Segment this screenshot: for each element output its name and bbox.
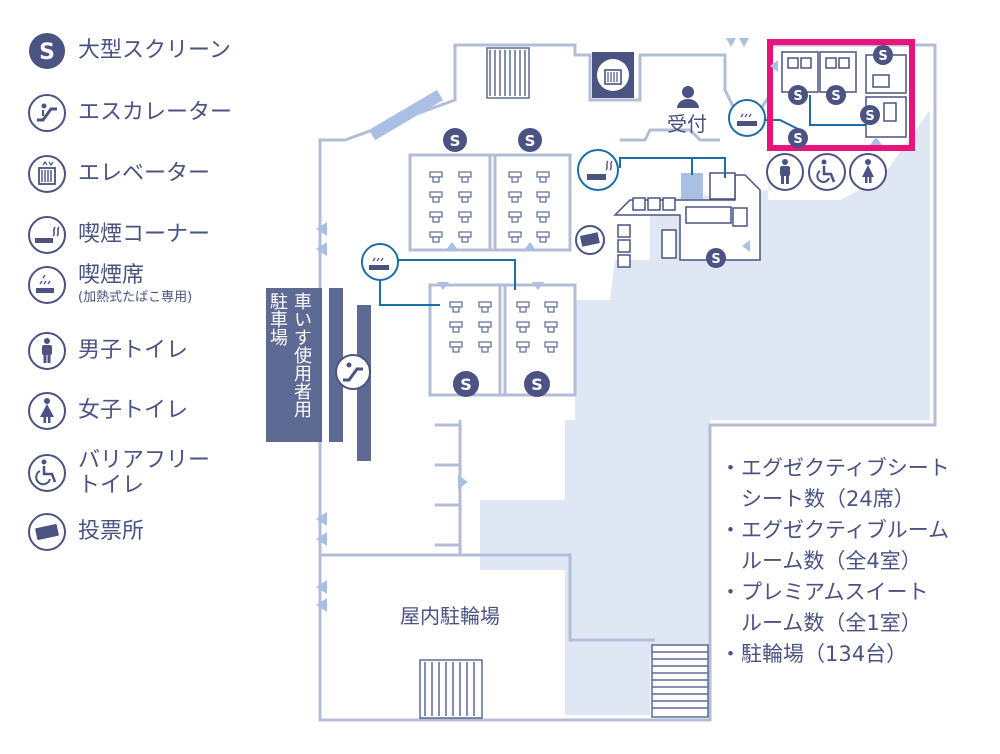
smoking-corner-icon xyxy=(26,214,68,256)
indoor-bicycle-parking-label: 屋内駐輪場 xyxy=(400,604,500,628)
legend-item-smoking-corner: 喫煙コーナー xyxy=(26,214,210,256)
svg-text:S: S xyxy=(711,252,720,267)
legend-label: 投票所 xyxy=(78,519,145,545)
heated-tobacco-seat-icon xyxy=(728,99,766,137)
large-screen-icon: S xyxy=(873,45,893,65)
legend-label: 大型スクリーン xyxy=(78,38,231,64)
reception-label: 受付 xyxy=(667,112,707,136)
smoking-corner-icon xyxy=(577,149,619,191)
mens-toilet-icon xyxy=(766,153,804,191)
svg-text:S: S xyxy=(831,89,840,104)
wheelchair-user-label: 車 いす 使用 者用 xyxy=(291,292,318,418)
legend-label: 男子トイレ xyxy=(78,338,189,364)
ramp xyxy=(368,89,444,141)
info-line: ルーム数（全1室） xyxy=(720,611,922,635)
legend-item-heated-tobacco: 喫煙席 (加熱式たばこ専用) xyxy=(26,263,192,306)
wheelchair-col-2: いす xyxy=(291,310,312,346)
corridor-floor xyxy=(480,500,570,570)
stairs-bottom xyxy=(419,659,483,719)
large-screen-icon: S xyxy=(706,248,726,268)
kiosk xyxy=(709,172,736,200)
seating-block-2 xyxy=(508,171,550,243)
legend-item-escalator: エスカレーター xyxy=(26,92,232,134)
legend-sublabel: (加熱式たばこ専用) xyxy=(78,290,193,306)
seating-block-3 xyxy=(449,301,492,353)
accessible-toilet-icon xyxy=(26,452,68,494)
info-line: ・プレミアムスイート xyxy=(720,580,929,604)
mens-toilet-icon xyxy=(26,330,68,372)
escalator-icon xyxy=(26,92,68,134)
womens-toilet-icon xyxy=(26,390,68,432)
parking-bar xyxy=(329,288,343,442)
wheelchair-parking-area xyxy=(266,288,322,442)
info-line: ・エグゼクティブシート xyxy=(720,456,950,480)
legend-main-label: 喫煙席 xyxy=(78,263,145,288)
elevator-icon xyxy=(592,52,634,98)
smoking-connectors xyxy=(379,95,880,306)
parking-label: 駐車場 xyxy=(267,292,288,346)
facility-info-list: ・エグゼクティブシート シート数（24席） ・エグゼクティブルーム ルーム数（全… xyxy=(720,453,950,670)
svg-text:S: S xyxy=(460,375,472,394)
legend-label-line2: トイレ xyxy=(78,473,145,499)
legend-label: バリアフリートイレ xyxy=(78,448,210,499)
svg-text:S: S xyxy=(793,132,802,147)
svg-text:S: S xyxy=(39,40,55,65)
svg-text:S: S xyxy=(525,132,536,150)
parking-label-text: 駐車場 xyxy=(267,292,288,346)
kiosk xyxy=(681,173,703,199)
svg-text:S: S xyxy=(450,132,461,150)
direction-arrows xyxy=(316,38,882,612)
polling-booth-icon xyxy=(575,225,605,255)
legend-label: エレベーター xyxy=(78,161,211,187)
legend-item-mens-toilet: 男子トイレ xyxy=(26,330,188,372)
large-screen-icon: S xyxy=(826,85,846,105)
svg-text:S: S xyxy=(531,375,543,394)
legend-item-elevator: エレベーター xyxy=(26,153,210,195)
large-screen-icon: S xyxy=(443,128,467,152)
main-hall-floor xyxy=(565,110,930,715)
seating-block-4 xyxy=(516,301,558,353)
legend-item-polling: 投票所 xyxy=(26,511,144,553)
large-screen-icon: S xyxy=(524,371,550,397)
legend-item-womens-toilet: 女子トイレ xyxy=(26,390,188,432)
counter-area xyxy=(613,174,761,268)
info-line: ルーム数（全4室） xyxy=(720,549,922,573)
screen-markers: S S S S S S S S S S xyxy=(443,45,893,397)
info-line: ・エグゼクティブルーム xyxy=(720,518,950,542)
stairs-right xyxy=(651,644,709,718)
elevator-icon xyxy=(26,153,68,195)
legend-item-large-screen: S 大型スクリーン xyxy=(26,30,231,72)
large-screen-icon: S xyxy=(788,128,808,148)
legend-label: エスカレーター xyxy=(78,100,233,126)
legend-item-accessible-toilet: バリアフリートイレ xyxy=(26,448,210,499)
info-line: ・駐輪場（134台） xyxy=(720,642,908,666)
svg-text:S: S xyxy=(878,49,887,64)
stairs-top xyxy=(486,47,530,99)
polling-booth-icon xyxy=(26,511,68,553)
accessible-toilet-icon xyxy=(808,153,846,191)
large-screen-icon: S xyxy=(860,105,880,125)
escalator-icon xyxy=(335,354,371,390)
wheelchair-col-1: 車 xyxy=(291,292,312,310)
large-screen-icon: S xyxy=(453,371,479,397)
seating-block-1 xyxy=(429,171,472,243)
large-screen-icon: S xyxy=(518,128,542,152)
reception-person-icon xyxy=(677,86,699,108)
heated-tobacco-seat-icon xyxy=(361,243,399,281)
legend-label: 喫煙席 (加熱式たばこ専用) xyxy=(78,263,192,306)
svg-text:S: S xyxy=(793,89,802,104)
large-screen-icon: S xyxy=(788,85,808,105)
info-line: シート数（24席） xyxy=(720,487,915,511)
svg-text:S: S xyxy=(865,109,874,124)
large-screen-icon: S xyxy=(26,30,68,72)
legend-label: 女子トイレ xyxy=(78,398,189,424)
heated-tobacco-seat-icon xyxy=(26,264,68,306)
legend-main-label: バリアフリー xyxy=(78,448,211,473)
womens-toilet-icon xyxy=(849,153,887,191)
wheelchair-col-3: 使用 xyxy=(291,346,312,382)
wheelchair-col-4: 者用 xyxy=(291,382,312,418)
premium-area-highlight xyxy=(767,39,915,151)
legend-label: 喫煙コーナー xyxy=(78,222,211,248)
